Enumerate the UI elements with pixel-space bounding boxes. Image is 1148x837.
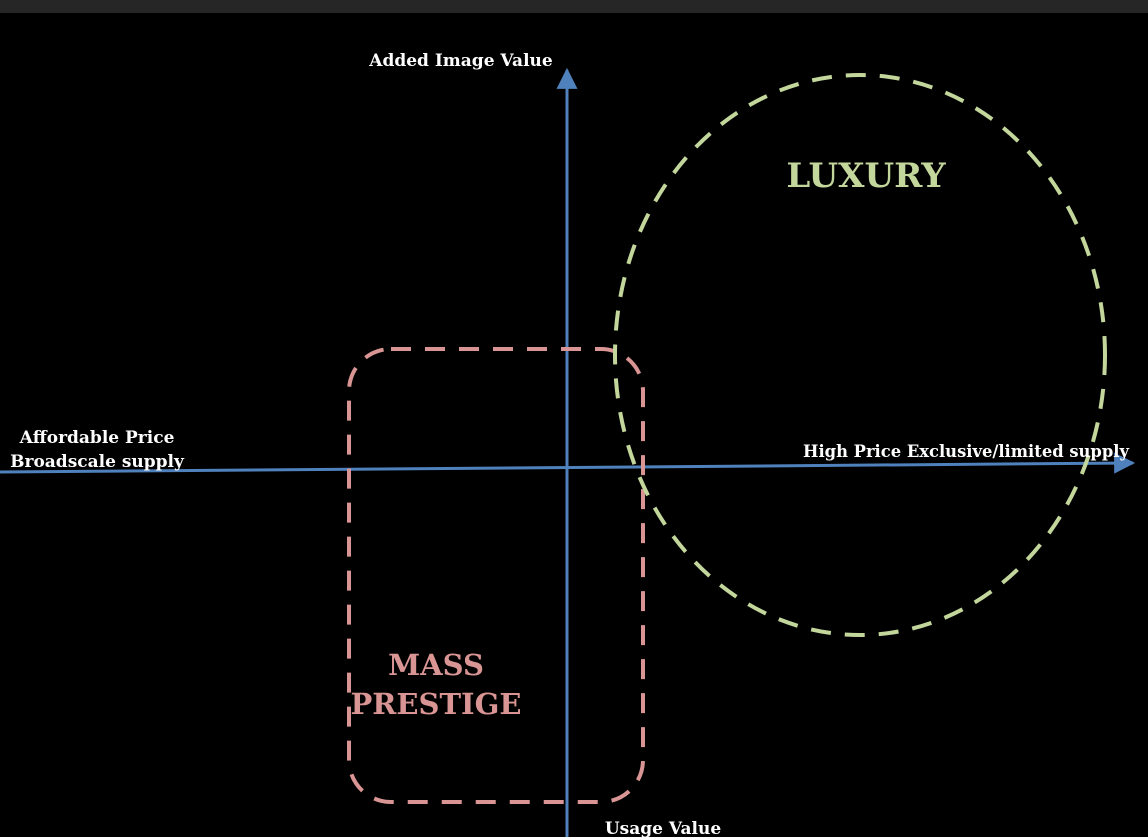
prestige-label: PRESTIGE — [351, 687, 522, 721]
added-image-value-label: Added Image Value — [368, 51, 553, 71]
affordable-price-label: Affordable Price — [19, 428, 175, 448]
usage-value-label: Usage Value — [605, 819, 721, 837]
mass-label: MASS — [388, 648, 484, 682]
high-price-label: High Price Exclusive/limited supply — [803, 442, 1130, 462]
luxury-label: LUXURY — [786, 156, 946, 196]
mass-prestige-region — [347, 347, 645, 804]
top-bar — [0, 0, 1148, 13]
broadscale-supply-label: Broadscale supply — [10, 452, 185, 472]
luxury-region — [613, 73, 1107, 637]
